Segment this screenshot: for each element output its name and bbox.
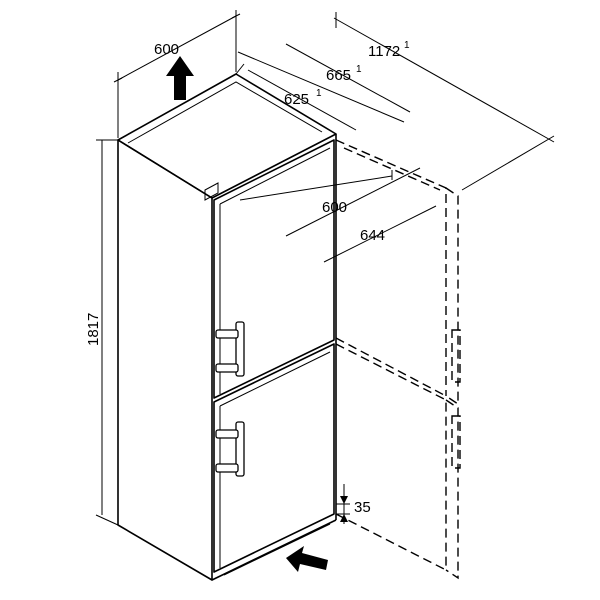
upper-hinge — [204, 182, 219, 201]
dim-door: 600 644 — [239, 167, 437, 263]
open-lower-door-edge — [445, 399, 459, 580]
dim-depth-665: 665 1 — [237, 43, 411, 123]
upper-door-panel — [213, 139, 335, 399]
open-door-outline — [335, 139, 461, 580]
svg-text:1: 1 — [316, 88, 322, 99]
dim-plinth: 35 — [336, 484, 371, 524]
open-upper-door-top — [335, 139, 447, 396]
dim-depth-665-label: 665 — [326, 67, 351, 84]
open-upper-handle — [451, 329, 461, 383]
dim-depth-1172-label: 1172 — [368, 43, 400, 60]
open-upper-door-inner — [343, 147, 441, 191]
dim-door-width-label: 600 — [322, 199, 347, 216]
dim-door-depth-label: 644 — [360, 227, 385, 244]
dim-height-label: 1817 — [85, 313, 102, 346]
cabinet-body — [117, 73, 337, 581]
dim-depth-1172: 1172 1 — [333, 12, 555, 191]
svg-text:1: 1 — [356, 64, 362, 75]
lower-door-panel — [213, 343, 335, 573]
cabinet-side-panel — [117, 139, 213, 581]
airflow-up-arrow — [166, 56, 194, 100]
lower-door-top-edge — [219, 351, 331, 407]
airflow-in-arrow — [286, 546, 328, 572]
dim-depth-625: 625 1 — [235, 63, 357, 131]
lower-door — [213, 343, 335, 573]
plinth-line — [223, 523, 331, 576]
open-upper-door-bottom — [335, 337, 447, 397]
upper-door — [204, 139, 335, 399]
dim-width-top: 600 — [113, 10, 241, 138]
lower-door-handle — [215, 421, 245, 477]
dim-plinth-label: 35 — [354, 499, 371, 516]
dim-depth-625-label: 625 — [284, 91, 309, 108]
svg-text:1: 1 — [404, 40, 410, 51]
cabinet-top-lip — [127, 81, 323, 144]
open-lower-handle — [451, 415, 461, 469]
dim-width-label: 600 — [154, 41, 179, 58]
cabinet-bottom-edge — [211, 519, 337, 581]
open-lower-door-top — [335, 343, 447, 570]
upper-door-handle — [215, 321, 245, 377]
open-upper-door-edge — [445, 187, 459, 406]
open-lower-door-bottom — [335, 513, 447, 571]
upper-door-top-edge — [219, 147, 331, 205]
dim-height: 1817 — [85, 139, 119, 526]
